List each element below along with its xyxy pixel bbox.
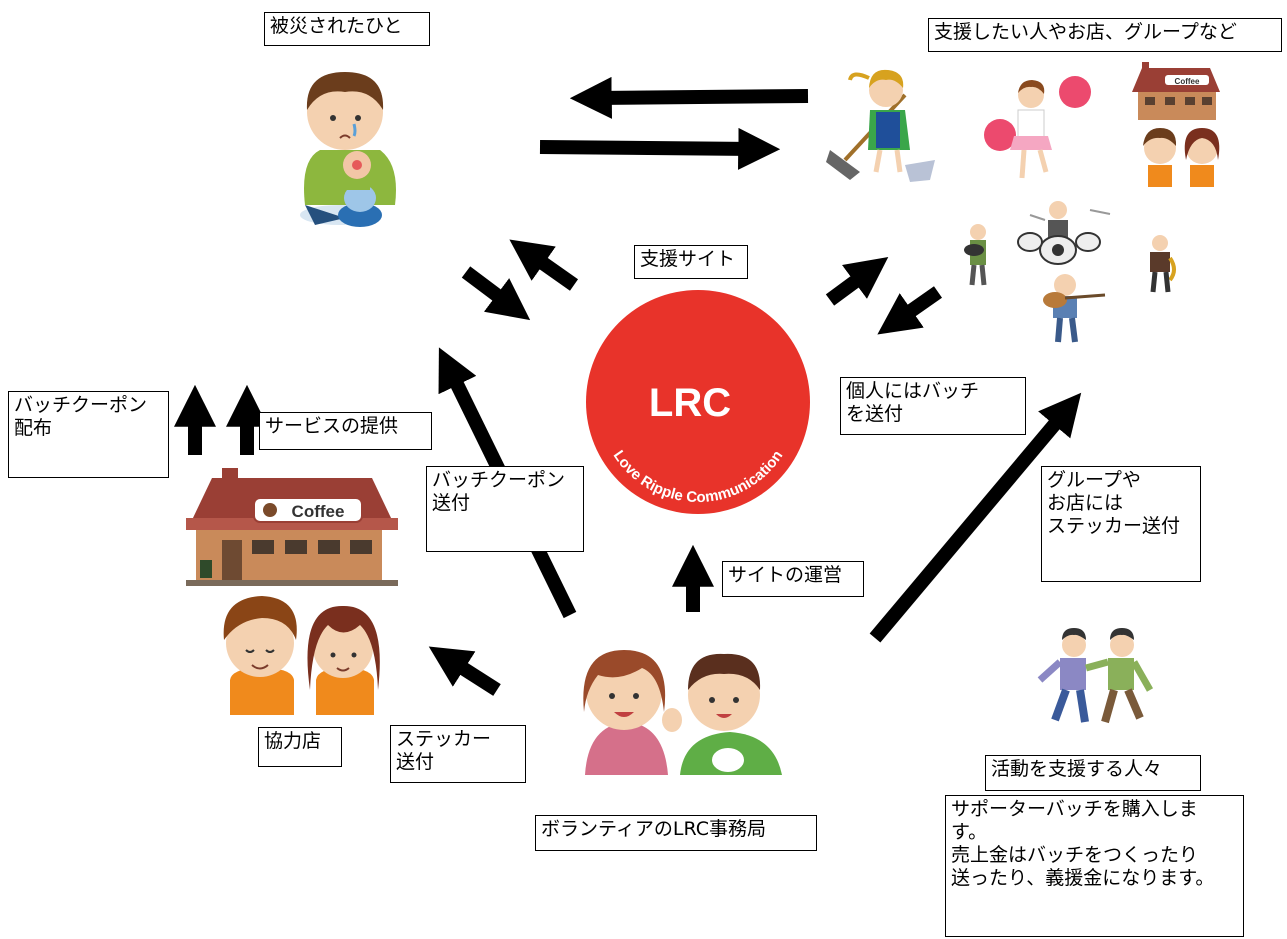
arrow-to-victim-top: [569, 76, 809, 119]
arrow-supporters-to-lrc: [877, 286, 943, 335]
purchase-note: サポーターバッチを購入しま す。 売上金はバッチをつくったり 送ったり、義援金に…: [945, 795, 1244, 937]
store-sign: Coffee: [292, 502, 345, 521]
volunteer-girl-illustration: [826, 69, 935, 182]
arrow-office-to-supporters: [869, 392, 1082, 643]
arrow-lrc-to-victim: [509, 239, 579, 291]
arrow-victim-to-lrc: [461, 266, 531, 321]
support-site-label: 支援サイト: [634, 245, 748, 279]
svg-text:Coffee: Coffee: [1175, 77, 1200, 86]
group-sticker-label: グループや お店には ステッカー送付: [1041, 466, 1201, 582]
victim-label: 被災されたひと: [264, 12, 430, 46]
cooperating-store-label: 協力店: [258, 727, 342, 767]
coffee-store-illustration: Coffee: [186, 468, 398, 586]
service-label: サービスの提供: [259, 412, 432, 450]
store-staff-illustration: [223, 596, 380, 715]
victim-illustration: [300, 72, 396, 227]
activity-supporters-illustration: [1037, 628, 1154, 724]
badge-coupon-send-label: バッチクーポン 送付: [426, 466, 584, 552]
small-staff-illustration: [1143, 128, 1220, 187]
lrc-title: LRC: [649, 381, 731, 425]
arrow-lrc-to-supporters: [825, 257, 889, 306]
supporters-label: 支援したい人やお店、グループなど: [928, 18, 1282, 52]
cheerleader-illustration: [984, 76, 1091, 179]
site-operation-label: サイトの運営: [722, 561, 864, 597]
badge-coupon-distribution-label: バッチクーポン 配布: [8, 391, 169, 478]
volunteer-pair-illustration: [583, 650, 782, 775]
office-label: ボランティアのLRC事務局: [535, 815, 817, 851]
small-store-illustration: Coffee: [1132, 62, 1220, 120]
individual-badge-label: 個人にはバッチ を送付: [840, 377, 1026, 435]
arrow-office-to-store: [428, 646, 501, 696]
activity-supporters-label: 活動を支援する人々: [985, 755, 1201, 791]
lrc-logo: LRC Love Ripple Communication: [586, 290, 810, 514]
arrow-to-supporters-top: [539, 127, 781, 170]
sticker-send-label: ステッカー 送付: [390, 725, 526, 783]
band-illustration: [964, 201, 1176, 343]
lrc-circle: [586, 290, 810, 514]
